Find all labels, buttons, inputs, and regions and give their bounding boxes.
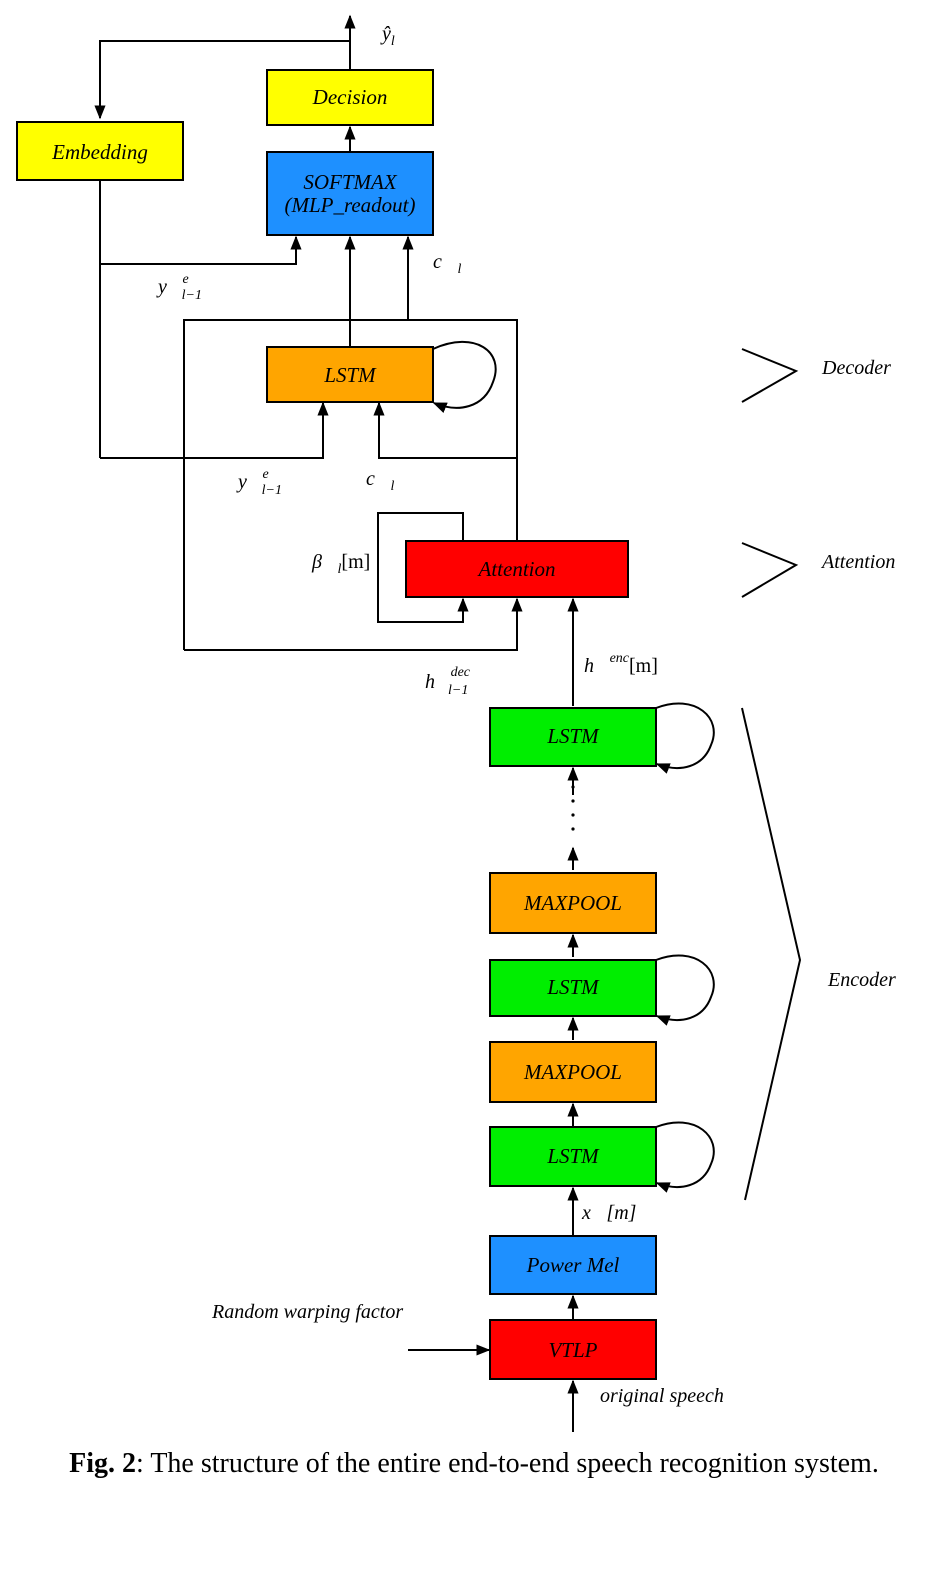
attention-rect (405, 540, 629, 598)
decision-rect (266, 69, 434, 126)
softmax-label-line2: (MLP_readout) (284, 193, 415, 217)
original-speech-label: original speech (600, 1385, 724, 1407)
decoder-lstm-rect (266, 346, 434, 403)
attention-label: Attention (477, 557, 556, 581)
encoder-lstm-bottom-block: LSTM (489, 1126, 657, 1187)
maxpool-lower-block: MAXPOOL (489, 1041, 657, 1103)
vtlp-block: VTLP (489, 1319, 657, 1380)
maxpool-lower-rect (489, 1041, 657, 1103)
c-l-lstm-label: c⃗l (366, 468, 394, 494)
attention-block: Attention (405, 540, 629, 598)
encoder-lstm-bottom-rect (489, 1126, 657, 1187)
figure-caption: Fig. 2: The structure of the entire end-… (0, 1445, 948, 1483)
beta-label: β⃗l[m] (311, 551, 370, 577)
encoder-lstm-top-block: LSTM (489, 707, 657, 767)
power-mel-block: Power Mel (489, 1235, 657, 1295)
h-enc-label: h⃗enc[m] (584, 651, 658, 677)
decoder-lstm-block: LSTM (266, 346, 434, 403)
encoder-lstm-mid-block: LSTM (489, 959, 657, 1017)
softmax-block: SOFTMAX (MLP_readout) (266, 151, 434, 236)
maxpool-upper-rect (489, 872, 657, 934)
encoder-lstm-top-rect (489, 707, 657, 767)
power-mel-label: Power Mel (526, 1253, 620, 1277)
encoder-lstm-mid-label: LSTM (546, 975, 600, 999)
embedding-block: Embedding (16, 121, 184, 181)
softmax-label-line1: SOFTMAX (303, 170, 397, 194)
encoder-lstm-top-label: LSTM (546, 724, 600, 748)
encoder-group-label: Encoder (827, 969, 896, 991)
maxpool-upper-label: MAXPOOL (523, 891, 622, 915)
continuation-dots (571, 785, 575, 831)
maxpool-upper-block: MAXPOOL (489, 872, 657, 934)
embedding-label: Embedding (51, 140, 148, 164)
x-m-label: x⃗[m] (581, 1202, 636, 1224)
connections (94, 14, 802, 1432)
decision-block: Decision (266, 69, 434, 126)
caption-prefix: Fig. 2 (69, 1448, 137, 1479)
attention-group-label: Attention (820, 551, 895, 573)
decoder-group-label: Decoder (821, 357, 891, 379)
vtlp-rect (489, 1319, 657, 1380)
embedding-rect (16, 121, 184, 181)
caption-text: : The structure of the entire end-to-end… (136, 1448, 879, 1479)
y-hat-label: ŷl (380, 23, 395, 49)
encoder-lstm-bottom-label: LSTM (546, 1144, 600, 1168)
softmax-rect (266, 151, 434, 236)
decoder-lstm-label: LSTM (323, 363, 377, 387)
vtlp-label: VTLP (548, 1338, 597, 1362)
decision-label: Decision (312, 85, 388, 109)
power-mel-rect (489, 1235, 657, 1295)
encoder-lstm-mid-rect (489, 959, 657, 1017)
c-l-softmax-label: c⃗l (433, 251, 461, 277)
maxpool-lower-label: MAXPOOL (523, 1060, 622, 1084)
random-warping-label: Random warping factor (211, 1301, 403, 1323)
